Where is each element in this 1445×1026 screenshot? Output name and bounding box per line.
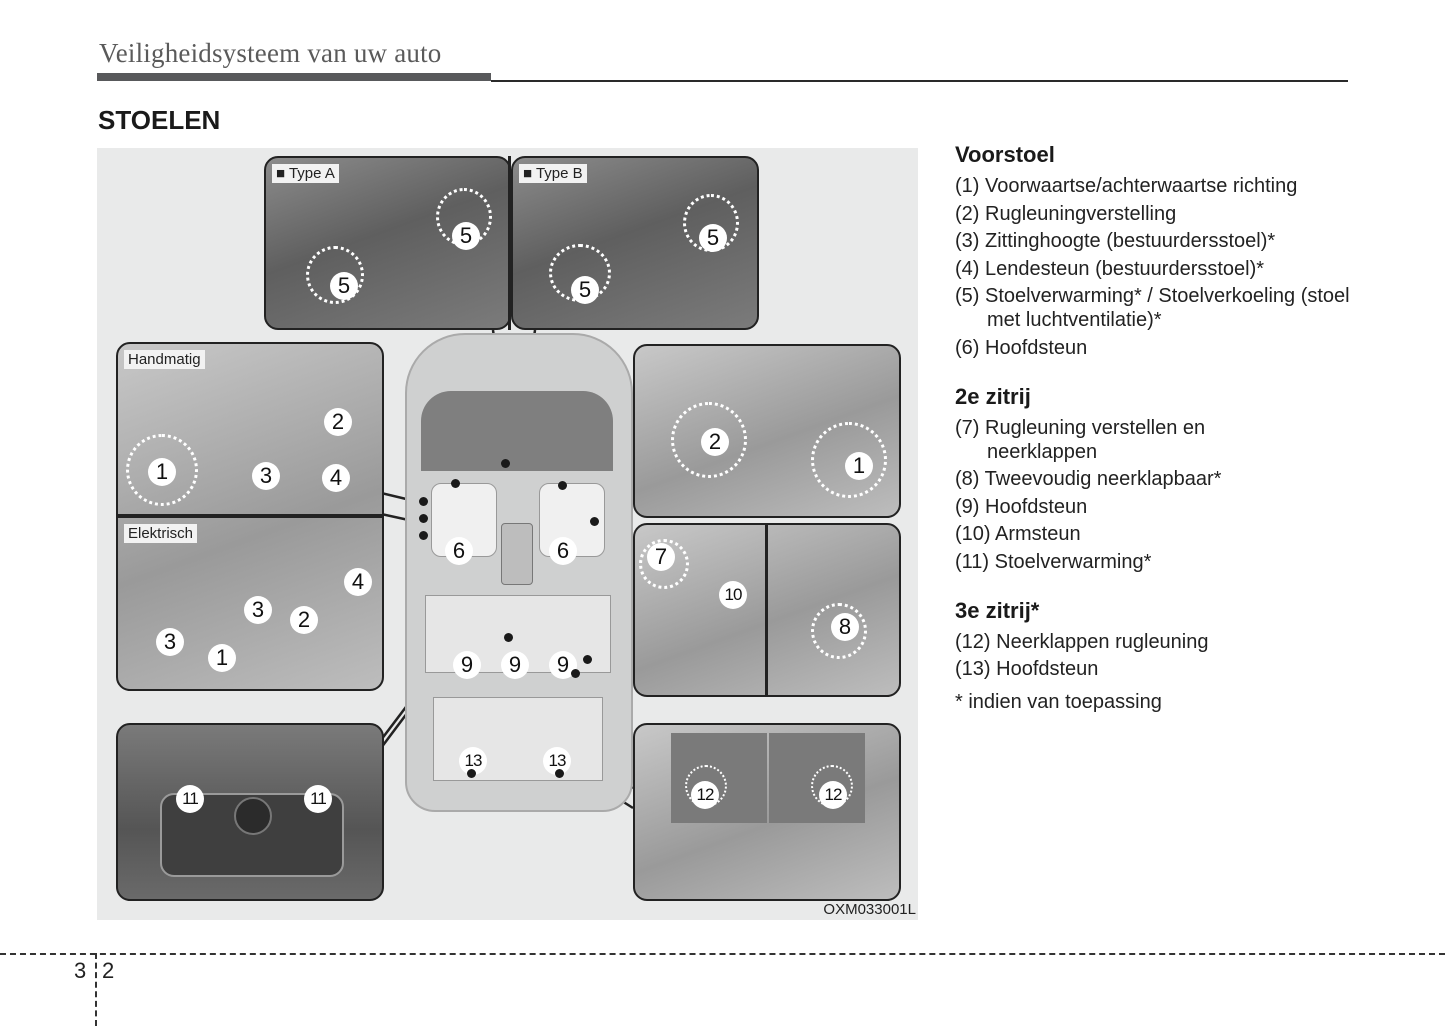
legend-item: (11) Stoelverwarming* — [955, 550, 1152, 573]
callout-12: 12 — [819, 781, 847, 809]
callout-11: 11 — [176, 785, 204, 813]
group-title: 2e zitrij — [955, 383, 1031, 409]
highlight-ring — [811, 422, 887, 498]
center-console — [501, 523, 533, 585]
panel-passenger-seat: 2 1 — [633, 344, 901, 518]
callout-7: 7 — [647, 543, 675, 571]
legend-item: (2) Rugleuningverstelling — [955, 202, 1177, 225]
legend-item: (7) Rugleuning verstellen en neerklappen — [955, 416, 1206, 463]
panel-label-type-a: ■ Type A — [272, 164, 339, 183]
marker-dot — [467, 769, 476, 778]
marker-dot — [451, 479, 460, 488]
callout-4: 4 — [322, 464, 350, 492]
footer-divider — [95, 953, 97, 1026]
panel-cargo-area: 12 12 — [633, 723, 901, 901]
panel-type-a: ■ Type A 5 5 — [264, 156, 511, 330]
panel-divider — [118, 514, 382, 518]
callout-1: 1 — [208, 644, 236, 672]
callout-13: 13 — [543, 747, 571, 775]
legend-item: (1) Voorwaartse/achterwaartse richting — [955, 175, 1298, 197]
marker-dot — [504, 633, 513, 642]
legend-item: (4) Lendesteun (bestuurdersstoel)* — [955, 257, 1265, 280]
footer-rule — [0, 953, 1445, 955]
callout-6: 6 — [445, 537, 473, 565]
highlight-ring — [811, 603, 867, 659]
callout-2: 2 — [290, 606, 318, 634]
group-title: 3e zitrij* — [955, 597, 1040, 623]
marker-dot — [419, 514, 428, 523]
legend: Voorstoel (1) Voorwaartse/achterwaartse … — [955, 142, 1355, 714]
marker-dot — [558, 481, 567, 490]
legend-group-third-row: 3e zitrij* (12) Neerklappen rugleuning (… — [955, 598, 1355, 682]
legend-group-second-row: 2e zitrij (7) Rugleuning verstellen en n… — [955, 384, 1355, 574]
legend-item: (12) Neerklappen rugleuning — [955, 630, 1209, 653]
marker-dot — [419, 497, 428, 506]
group-title: Voorstoel — [955, 142, 1055, 167]
callout-9: 9 — [501, 651, 529, 679]
panel-label-elektrisch: Elektrisch — [124, 524, 198, 543]
callout-6: 6 — [549, 537, 577, 565]
callout-3: 3 — [156, 628, 184, 656]
highlight-ring — [639, 539, 689, 589]
panel-rear-console: 11 11 — [116, 723, 384, 901]
footnote: * indien van toepassing — [955, 691, 1162, 713]
callout-12: 12 — [691, 781, 719, 809]
panel-label-handmatig: Handmatig — [124, 350, 205, 369]
callout-3: 3 — [252, 462, 280, 490]
callout-4: 4 — [344, 568, 372, 596]
power-outlet-icon — [234, 797, 272, 835]
section-title: STOELEN — [98, 105, 221, 135]
legend-item: (9) Hoofdsteun — [955, 495, 1088, 518]
callout-1: 1 — [845, 452, 873, 480]
panel-divider — [765, 525, 768, 695]
legend-item: (13) Hoofdsteun — [955, 658, 1099, 680]
legend-item: (3) Zittinghoogte (bestuurdersstoel)* — [955, 230, 1276, 252]
header-rule — [491, 80, 1348, 82]
marker-dot — [571, 669, 580, 678]
marker-dot — [590, 517, 599, 526]
callout-5: 5 — [330, 272, 358, 300]
page-number: 2 — [102, 958, 115, 983]
marker-dot — [419, 531, 428, 540]
callout-3: 3 — [244, 596, 272, 624]
panel-type-b: ■ Type B 5 5 — [511, 156, 759, 330]
marker-dot — [501, 459, 510, 468]
figure-code: OXM033001L — [823, 901, 916, 918]
chapter-number: 3 — [74, 958, 87, 983]
highlight-ring — [126, 434, 198, 506]
panel-second-row: 7 10 8 — [633, 523, 901, 697]
callout-5: 5 — [452, 222, 480, 250]
header-bar — [97, 73, 491, 81]
callout-2: 2 — [701, 428, 729, 456]
highlight-ring — [306, 246, 364, 304]
car-top-view: 6 6 9 9 9 13 13 — [397, 333, 637, 813]
callout-5: 5 — [699, 224, 727, 252]
callout-9: 9 — [453, 651, 481, 679]
legend-group-front-seat: Voorstoel (1) Voorwaartse/achterwaartse … — [955, 142, 1355, 360]
chapter-title: Veiligheidsysteem van uw auto — [99, 38, 442, 68]
panel-divider — [508, 156, 511, 330]
panel-driver-seat-controls: Handmatig 1 2 3 4 Elektrisch 3 3 1 2 4 — [116, 342, 384, 691]
legend-item: (10) Armsteun — [955, 523, 1081, 545]
legend-item: (6) Hoofdsteun — [955, 336, 1088, 359]
callout-5: 5 — [571, 276, 599, 304]
windshield — [421, 391, 613, 471]
marker-dot — [555, 769, 564, 778]
third-row-bench — [433, 697, 603, 781]
callout-10: 10 — [719, 581, 747, 609]
callout-2: 2 — [324, 408, 352, 436]
panel-label-type-b: ■ Type B — [519, 164, 587, 183]
marker-dot — [583, 655, 592, 664]
seats-illustration: ■ Type A 5 5 ■ Type B 5 5 Handmatig 1 2 … — [97, 148, 918, 920]
legend-item: (5) Stoelverwarming* / Stoelverkoeling (… — [955, 285, 1350, 331]
highlight-ring — [671, 402, 747, 478]
legend-item: (8) Tweevoudig neerklapbaar* — [955, 468, 1222, 490]
callout-8: 8 — [831, 613, 859, 641]
callout-11: 11 — [304, 785, 332, 813]
callout-1: 1 — [148, 458, 176, 486]
